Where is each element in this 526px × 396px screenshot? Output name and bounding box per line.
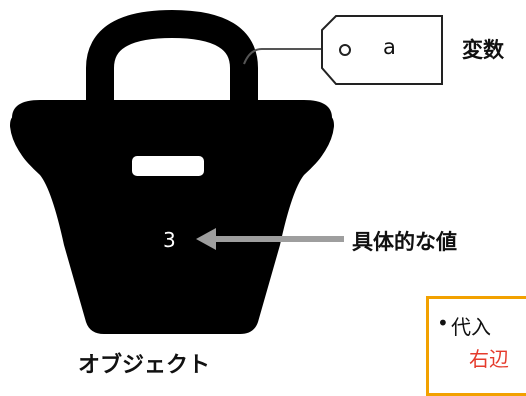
tag-connector-line: [243, 48, 324, 65]
value-label: 具体的な値: [352, 230, 457, 254]
note-line-1: 代入: [451, 315, 491, 339]
note-bullet: •: [437, 311, 449, 335]
diagram-canvas: [10, 9, 443, 334]
variable-name: a: [383, 35, 396, 59]
variable-label: 変数: [462, 38, 504, 62]
bag-slot: [132, 156, 204, 176]
note-box: • 代入 右辺: [426, 296, 526, 396]
tag-hole: [339, 44, 351, 56]
bag-handle: [86, 9, 258, 142]
object-value: 3: [163, 228, 176, 252]
value-arrow-head: [196, 228, 216, 250]
bag-rim: [12, 100, 332, 175]
note-line-2: 右辺: [469, 347, 509, 371]
object-label: オブジェクト: [78, 353, 211, 378]
variable-tag: [321, 15, 443, 85]
